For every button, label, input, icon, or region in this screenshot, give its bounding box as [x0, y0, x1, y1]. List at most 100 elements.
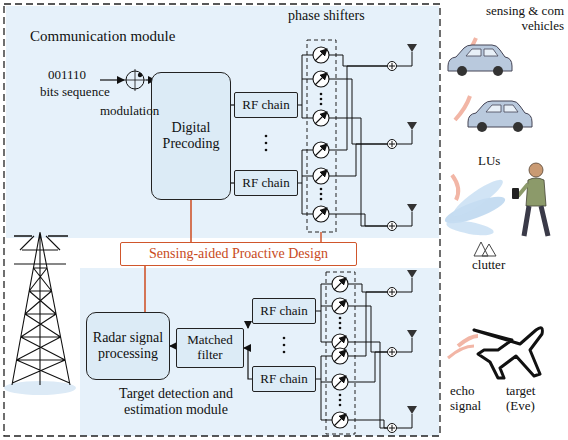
box-label: Digital Precoding	[152, 120, 230, 151]
combine-wire	[329, 55, 387, 66]
ellipsis-dot	[320, 188, 323, 191]
combine-wire	[329, 66, 387, 150]
design-link	[320, 232, 322, 242]
box-label: RF chain	[257, 372, 310, 387]
feed-wire	[314, 356, 332, 420]
ellipsis-dot	[320, 198, 323, 201]
phase-shifter-arrow	[315, 49, 327, 61]
adder-symbol	[389, 63, 395, 69]
text-label: target (Eve)	[506, 384, 558, 414]
process-box: Digital Precoding	[151, 72, 231, 200]
phase-shifter-symbol	[332, 412, 348, 428]
connector	[247, 324, 248, 328]
head	[529, 163, 543, 177]
phase-shifter-arrow	[334, 414, 346, 426]
combine-wire	[348, 284, 387, 292]
combine-wire	[348, 306, 387, 352]
phase-shifter-symbol	[332, 374, 348, 390]
clutter-symbol	[474, 242, 496, 256]
adder-symbol	[389, 425, 395, 431]
adder-symbol	[389, 289, 395, 295]
constellation-point	[138, 73, 142, 77]
region-fill	[80, 268, 439, 436]
text-label: modulation	[100, 104, 159, 119]
arrow	[100, 79, 124, 80]
phase-shifter-group	[307, 40, 336, 232]
phase-shifter-arrow	[334, 300, 346, 312]
ellipsis-dot	[339, 394, 342, 397]
antenna-symbol	[407, 204, 417, 212]
phase-shifter-arrow	[334, 278, 346, 290]
adder-symbol	[388, 424, 397, 433]
tower-arm	[14, 235, 68, 236]
adder-symbol	[388, 62, 397, 71]
ellipsis-dot	[339, 399, 342, 402]
ellipsis-dot	[339, 317, 342, 320]
antenna-symbol	[407, 270, 417, 278]
antenna-symbol	[407, 122, 417, 130]
phase-shifter-group	[326, 272, 355, 434]
torso	[526, 178, 546, 206]
connector	[190, 200, 192, 242]
antenna-symbol	[407, 44, 417, 52]
phone-symbol	[512, 188, 519, 199]
antenna-feed	[396, 278, 412, 292]
text-label: echo signal	[450, 384, 496, 414]
text-label: bits sequence	[40, 85, 110, 100]
rf-chain-box: RF chain	[234, 92, 298, 118]
beam-arc	[452, 175, 458, 200]
arm	[518, 184, 528, 196]
combine-wire	[329, 118, 387, 226]
adder-symbol	[388, 140, 397, 149]
phase-shifter-arrow	[315, 208, 327, 220]
box-label: Radar signal processing	[87, 330, 169, 361]
adder-symbol	[389, 141, 395, 147]
combine-wire	[348, 342, 387, 428]
combine-wire	[329, 79, 387, 144]
target-aircraft	[474, 328, 542, 378]
text-label: phase shifters	[288, 8, 365, 24]
text-label: sensing & com vehicles	[446, 4, 564, 34]
phase-shifter-symbol	[332, 276, 348, 292]
car-wheel	[513, 122, 523, 132]
phase-shifter-symbol	[313, 110, 329, 126]
phase-shifter-symbol	[332, 348, 348, 364]
phase-shifter-arrow	[315, 112, 327, 124]
module-title: Communication module	[30, 28, 175, 45]
ellipsis-dot	[320, 98, 323, 101]
phase-shifter-symbol	[313, 71, 329, 87]
rf-chain-box: RF chain	[234, 170, 298, 196]
text-label: clutter	[472, 258, 505, 273]
antenna-feed	[396, 212, 412, 226]
box-label: RF chain	[239, 98, 292, 113]
process-box: Radar signal processing	[86, 312, 170, 380]
box-label: Matched filter	[177, 333, 243, 362]
ellipsis-dot	[339, 327, 342, 330]
car-wheel	[493, 66, 503, 76]
echo-arc	[458, 336, 478, 346]
ellipsis-dot	[265, 135, 268, 138]
axis	[135, 69, 136, 91]
antenna-feed	[396, 414, 412, 428]
car-wheel	[477, 122, 487, 132]
phase-shifter-symbol	[313, 206, 329, 222]
beam-lobe	[445, 218, 494, 238]
combine-wire	[348, 352, 387, 382]
rf-chain-box: RF chain	[252, 366, 316, 392]
text-label: LUs	[478, 154, 500, 169]
module-region: Communication moduleDigital PrecodingRF …	[6, 6, 439, 238]
beam-lobe	[449, 175, 506, 221]
car-wheel	[457, 66, 467, 76]
adder-symbol	[389, 349, 395, 355]
adder-symbol	[389, 223, 395, 229]
box-label: RF chain	[257, 304, 310, 319]
adder-symbol	[388, 222, 397, 231]
ellipsis-dot	[320, 193, 323, 196]
vehicle-illustration	[448, 45, 512, 76]
combine-wire	[329, 144, 387, 176]
connector	[244, 348, 252, 379]
ellipsis-dot	[283, 344, 286, 347]
phase-shifter-symbol	[313, 47, 329, 63]
car-body	[468, 101, 532, 127]
phase-shifter-symbol	[313, 168, 329, 184]
